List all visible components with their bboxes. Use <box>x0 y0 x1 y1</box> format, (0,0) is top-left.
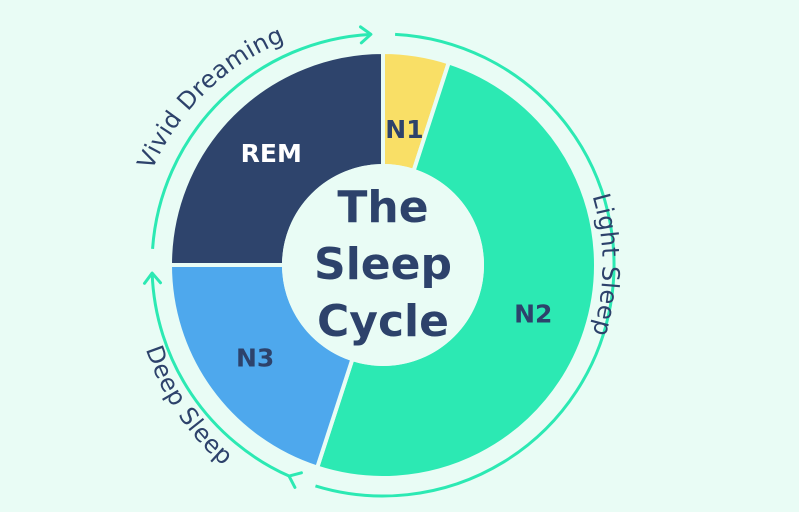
arrowhead-icon <box>287 471 303 489</box>
cycle-arc <box>151 32 371 249</box>
segment-label-n2: N2 <box>514 299 552 328</box>
center-title-line-2: Sleep <box>314 239 452 290</box>
arrowhead-icon <box>142 271 162 285</box>
center-hole <box>282 164 484 366</box>
donut-segments <box>167 49 598 480</box>
segment-label-n3: N3 <box>236 343 274 372</box>
cycle-arc <box>315 32 616 498</box>
arrowhead-icon <box>359 25 373 45</box>
segment-label-rem: REM <box>241 139 302 168</box>
cycle-arc <box>150 273 290 478</box>
segment-label-n1: N1 <box>385 115 423 144</box>
center-title-line-3: Cycle <box>317 296 449 347</box>
cycle-ring <box>142 25 616 498</box>
center-title-line-1: The <box>337 182 428 233</box>
